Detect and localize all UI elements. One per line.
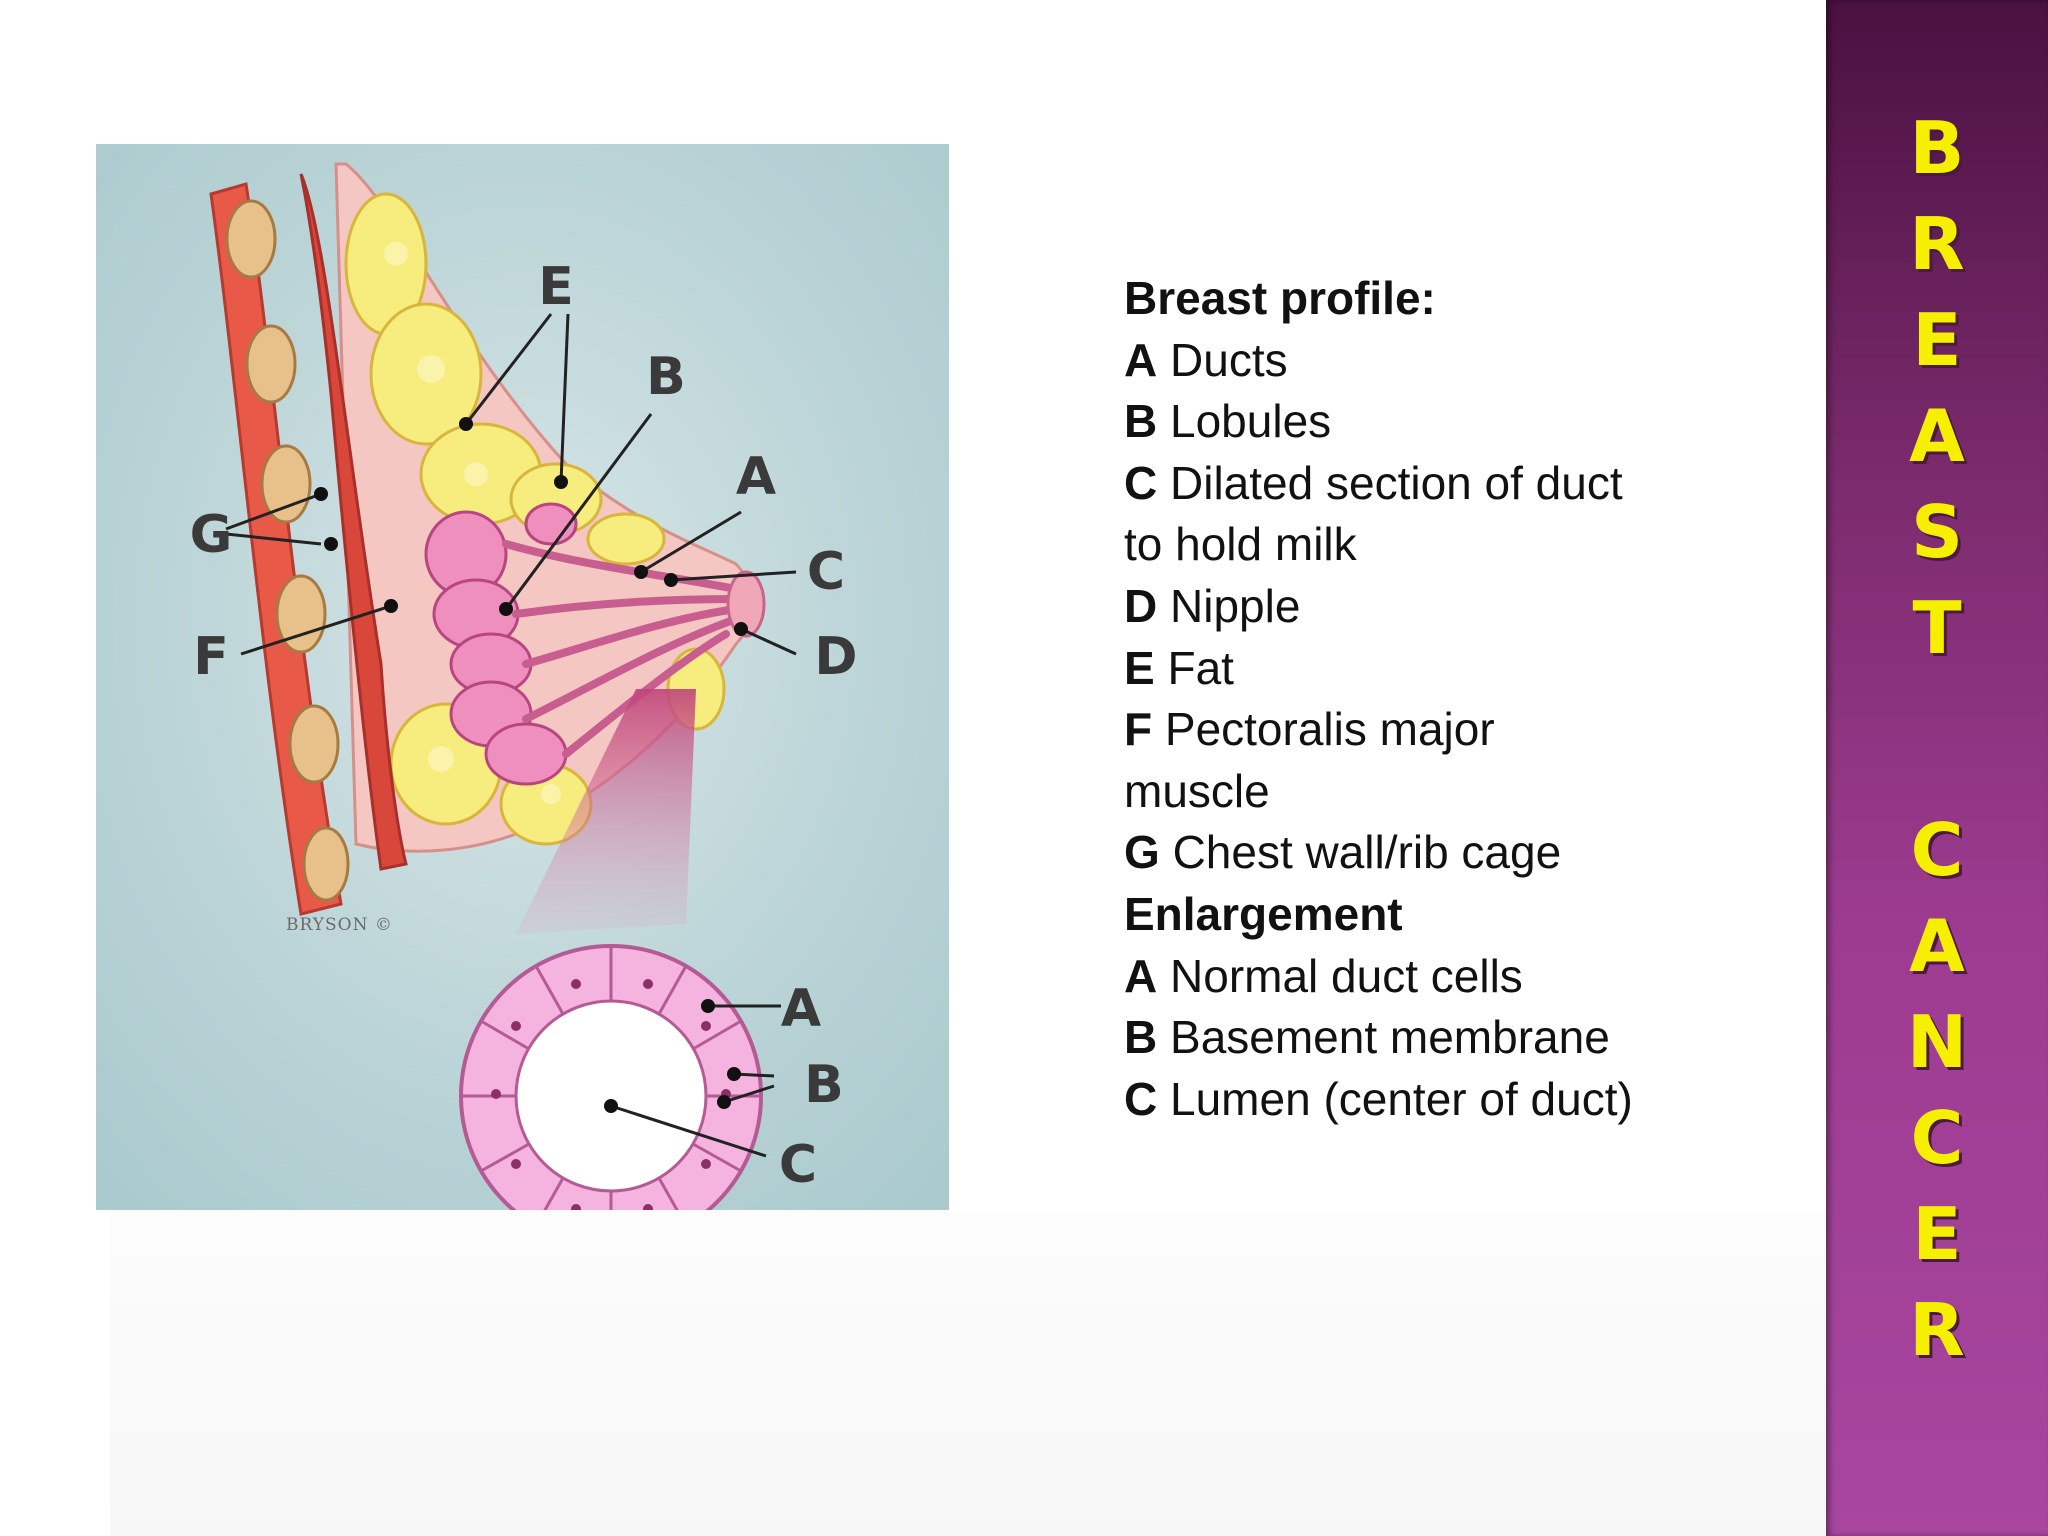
legend-text: Fat [1167,641,1234,694]
legend-text: Pectoralis major [1164,703,1495,756]
label-a: A [736,447,776,507]
enlargement-label-a: A [781,979,821,1039]
illustrator-credit: BRYSON © [286,915,393,935]
fat-highlights [384,242,561,804]
legend-key: A [1124,949,1158,1002]
title-letter: N [1906,1000,1968,1084]
label-d: D [814,627,857,687]
title-letter: R [1909,202,1965,286]
title-letter: B [1909,106,1965,190]
legend-key: E [1124,641,1155,694]
title-letter: S [1911,490,1963,574]
legend-key: G [1124,826,1160,879]
legend-text: Normal duct cells [1170,949,1523,1002]
enlargement-item-b: B Basement membrane [1124,1007,1764,1069]
legend-key: A [1124,333,1158,386]
legend: Breast profile: A Ducts B Lobules C Dila… [1124,268,1764,1130]
breast-anatomy-illustration: E B A C D G F A B C BRYSON © [96,144,949,1210]
legend-item-a: A Ducts [1124,330,1764,392]
pectoralis-muscle [299,173,408,871]
title-letter: E [1912,298,1962,382]
legend-key: B [1124,1011,1158,1064]
legend-item-f-continuation: muscle [1124,764,1270,817]
legend-text: Ducts [1170,333,1288,386]
legend-item-c-continuation: to hold milk [1124,518,1357,571]
legend-heading: Breast profile: [1124,272,1436,324]
legend-item-e: E Fat [1124,638,1764,700]
legend-item-f: F Pectoralis major [1124,699,1764,761]
legend-key: C [1124,1072,1158,1125]
title-letter: C [1910,1096,1964,1180]
title-letter: E [1912,1192,1962,1276]
vertical-title: B R E A S T C A N C E R [1826,100,2048,1378]
title-sidebar: B R E A S T C A N C E R [1826,0,2048,1536]
enlargement-heading: Enlargement [1124,887,1403,940]
title-letter: A [1909,904,1965,988]
nipple [726,570,766,638]
legend-key: C [1124,456,1158,509]
label-f: F [193,627,229,687]
label-c: C [807,542,845,602]
leader-lines [225,313,797,1158]
legend-item-g: G Chest wall/rib cage [1124,822,1764,884]
title-letter: A [1909,394,1965,478]
enlargement-label-c: C [779,1135,817,1195]
zoom-beam [516,689,696,934]
enlargement-item-c: C Lumen (center of duct) [1124,1069,1764,1131]
duct-enlargement [459,944,763,1210]
ribs [225,199,350,902]
legend-key: D [1124,579,1158,632]
enlargement-item-a: A Normal duct cells [1124,946,1764,1008]
label-g: G [190,505,233,565]
enlargement-label-b: B [804,1055,844,1115]
legend-text: Lumen (center of duct) [1170,1072,1633,1125]
slide-lower-area [110,1212,1826,1536]
lobules [424,502,578,786]
legend-item-d: D Nipple [1124,576,1764,638]
legend-key: B [1124,395,1158,448]
leader-dots [314,417,748,1113]
title-letter: C [1910,808,1964,892]
legend-item-b: B Lobules [1124,391,1764,453]
label-b: B [646,347,686,407]
legend-text: Lobules [1170,395,1332,448]
title-space [1826,676,2048,802]
legend-text: Basement membrane [1170,1011,1610,1064]
breast-anatomy-figure: E B A C D G F A B C BRYSON © [96,144,949,1210]
title-letter: T [1912,586,1962,670]
legend-text: Chest wall/rib cage [1172,826,1562,879]
legend-text: Nipple [1170,579,1301,632]
legend-item-c: C Dilated section of duct [1124,453,1764,515]
legend-text: Dilated section of duct [1170,456,1623,509]
legend-key: F [1124,703,1153,756]
label-e: E [538,257,574,317]
title-letter: R [1909,1288,1965,1372]
